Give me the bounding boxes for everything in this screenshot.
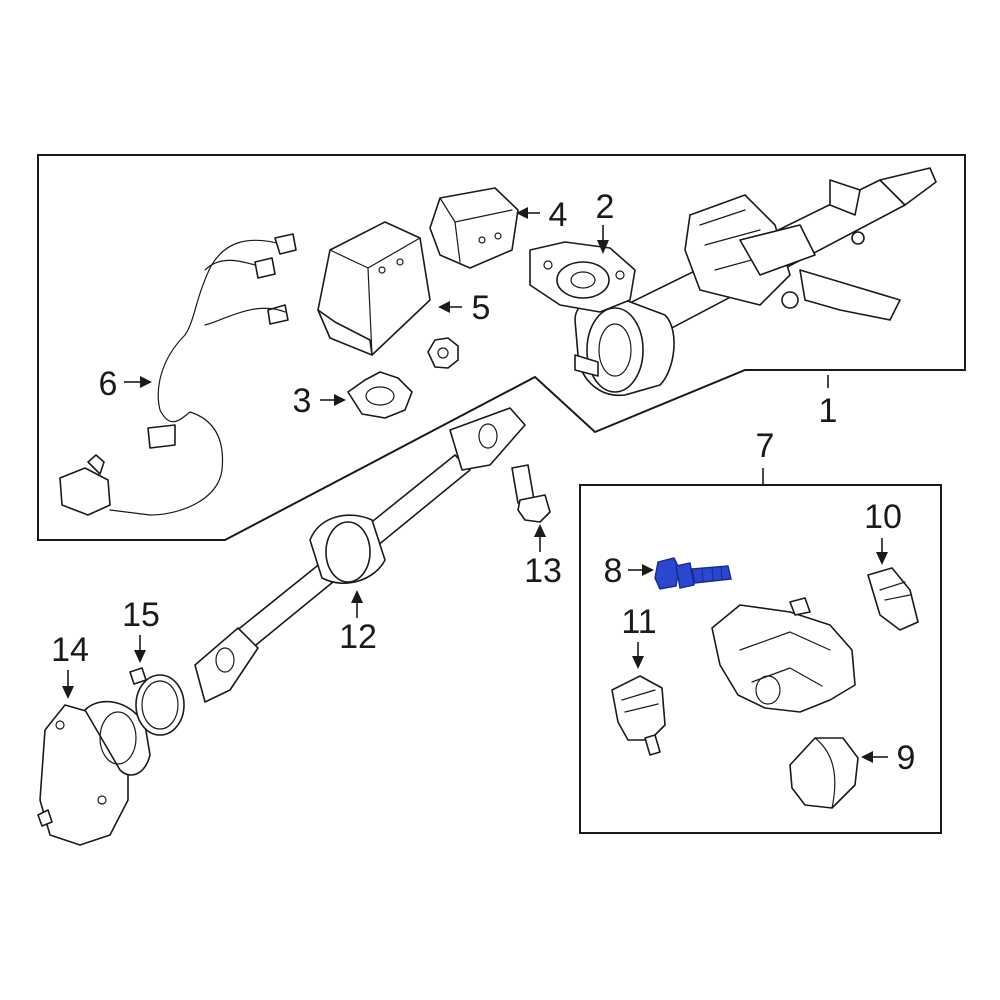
wire-harness[interactable] [59,233,297,516]
callout-1: 1 [819,392,838,430]
arrow-9 [861,751,873,763]
callout-15: 15 [122,596,160,634]
arrow-11 [632,656,644,669]
arrow-3 [334,394,346,406]
callout-7: 7 [756,427,775,465]
kit-7-outline [579,484,942,834]
lock-pin-8-highlighted[interactable] [654,557,732,590]
callout-2: 2 [596,188,615,226]
callout-4: 4 [549,196,568,234]
arrow-8 [642,564,654,576]
callout-5: 5 [472,289,491,327]
clamp-ring[interactable] [129,667,185,736]
callout-10: 10 [864,498,902,536]
switch-housing[interactable] [711,597,856,713]
bolt-13[interactable] [511,464,551,523]
arrow-10 [876,552,888,565]
arrow-5 [438,301,450,313]
callout-6: 6 [99,365,118,403]
callout-12: 12 [339,618,377,656]
arrow-15 [134,650,146,663]
callout-3: 3 [293,382,312,420]
arrow-12 [351,590,363,603]
switch-cap[interactable] [789,737,859,809]
steering-column[interactable] [574,167,937,397]
spider-coupler[interactable] [347,371,413,419]
arrow-6 [140,376,152,388]
dust-boot-flange[interactable] [37,700,151,846]
arrow-2 [597,240,609,254]
intermediate-shaft[interactable] [194,407,526,703]
callout-14: 14 [51,631,89,669]
small-gear[interactable] [427,337,459,369]
sensor-10[interactable] [867,567,919,631]
callout-11: 11 [621,603,656,641]
switch-11[interactable] [611,675,666,756]
callout-13: 13 [524,552,562,590]
mounting-plate[interactable] [529,241,636,313]
arrow-13 [534,524,546,537]
callout-9: 9 [897,739,916,777]
column-cover[interactable] [317,221,431,356]
connector-block[interactable] [429,187,519,269]
arrow-4 [516,207,528,219]
arrow-14 [62,686,74,699]
assembly-1-outline [37,154,966,541]
callout-8: 8 [604,552,623,590]
